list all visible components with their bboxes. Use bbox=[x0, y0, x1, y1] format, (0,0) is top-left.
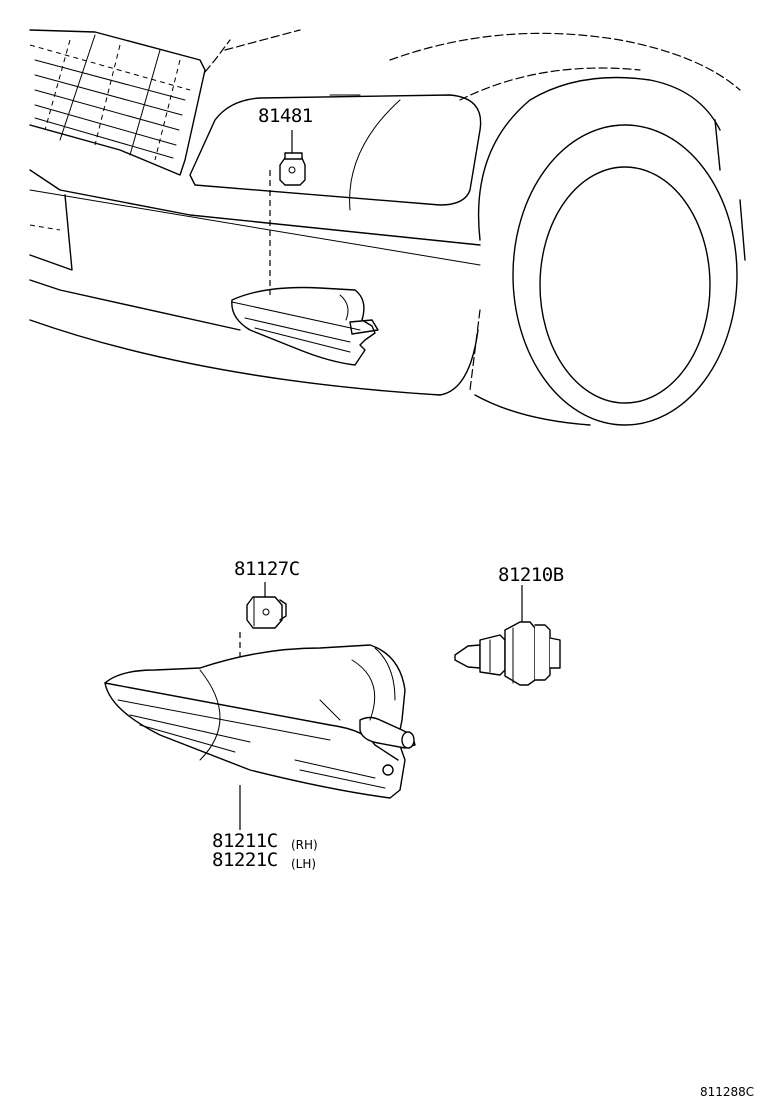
side-label-lh: (LH) bbox=[291, 857, 316, 871]
bulb-81127c-icon bbox=[246, 596, 287, 629]
bulb-81210b-icon bbox=[454, 621, 561, 686]
fog-lamp-assembly bbox=[104, 644, 416, 799]
part-number-81211c: 81211C bbox=[212, 830, 278, 852]
car-front-illustration bbox=[29, 29, 746, 426]
part-number-81210b: 81210B bbox=[498, 564, 564, 586]
bulb-81481-icon bbox=[279, 152, 306, 186]
grille-slats bbox=[34, 34, 186, 161]
headlamp-outline bbox=[189, 94, 482, 206]
diagram-reference-code: 811288C bbox=[700, 1085, 754, 1099]
part-number-81481: 81481 bbox=[258, 105, 313, 127]
fog-lamp-installed bbox=[231, 286, 379, 366]
side-label-rh: (RH) bbox=[291, 838, 318, 852]
part-number-81127c: 81127C bbox=[234, 558, 300, 580]
part-number-81221c: 81221C bbox=[212, 849, 278, 871]
front-wheel bbox=[474, 124, 746, 426]
